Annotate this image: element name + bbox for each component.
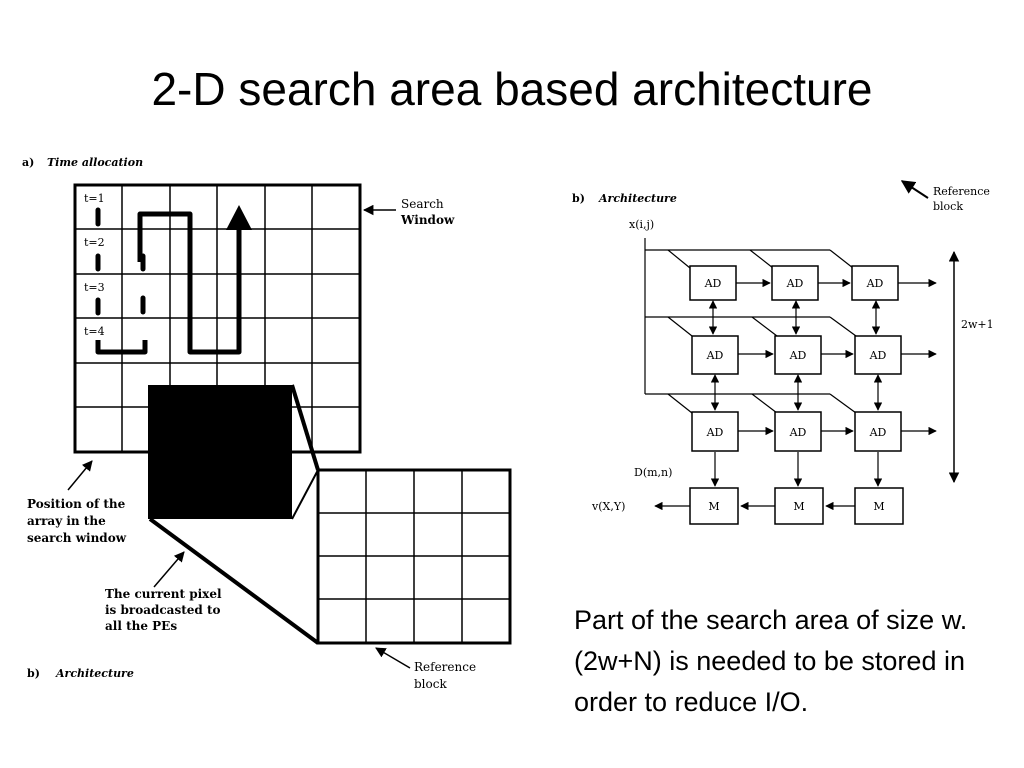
search-window-grid <box>73 183 362 454</box>
min-label: M <box>708 500 719 513</box>
pe-label: AD <box>866 277 884 290</box>
figure-b-heading: Architecture <box>598 192 677 205</box>
pe-box: AD <box>689 265 737 301</box>
pixel-label-3: all the PEs <box>105 619 177 633</box>
time-label-3: t=3 <box>84 281 105 294</box>
time-label-1: t=1 <box>84 192 105 205</box>
pe-box: AD <box>774 335 822 375</box>
min-label: M <box>873 500 884 513</box>
scan-marks <box>95 207 146 316</box>
reference-block-label-2: block <box>933 200 963 213</box>
slide-title: 2-D search area based architecture <box>151 63 873 115</box>
pe-label: AD <box>706 426 724 439</box>
size-label-bg <box>958 316 996 332</box>
reference-label-2: block <box>414 677 447 691</box>
pe-box: AD <box>851 265 899 301</box>
pe-array: AD AD AD AD AD AD AD AD AD <box>689 265 902 452</box>
position-arrow-icon <box>67 460 93 491</box>
pixel-label-1: The current pixel <box>105 587 222 601</box>
figure-a-heading: Time allocation <box>47 156 143 169</box>
pe-box: AD <box>854 335 902 375</box>
min-box: M <box>854 487 904 525</box>
position-label-3: search window <box>27 531 127 545</box>
pe-label: AD <box>706 349 724 362</box>
projection-lines <box>148 384 320 645</box>
search-window-label-2: Window <box>400 213 455 227</box>
pe-box: AD <box>691 335 739 375</box>
min-units: M M M <box>689 487 904 525</box>
pe-label: AD <box>786 277 804 290</box>
pixel-label-2: is broadcasted to <box>105 603 221 617</box>
reference-label-1: Reference <box>414 660 476 674</box>
input-label: x(i,j) <box>629 218 654 231</box>
figure-a-footer-label: b) <box>27 667 40 680</box>
array-position-block <box>148 385 292 519</box>
figure-a-time-allocation: a) Time allocation t=1 t=2 t=3 t=4 <box>22 156 512 691</box>
position-label-2: array in the <box>27 514 106 528</box>
distortion-label: D(m,n) <box>634 466 672 479</box>
min-box: M <box>689 487 739 525</box>
size-label: 2w+1 <box>961 318 994 331</box>
min-box: M <box>774 487 824 525</box>
column-links <box>708 300 883 487</box>
position-label-1: Position of the <box>27 497 126 511</box>
reference-block-grid <box>316 468 512 645</box>
reference-block-label-1: Reference <box>933 185 990 198</box>
input-bus <box>644 238 857 414</box>
figure-a-label: a) <box>22 156 34 169</box>
min-label: M <box>793 500 804 513</box>
pe-label: AD <box>869 349 887 362</box>
reference-block-arrow-icon <box>900 180 929 199</box>
figure-a-footer-heading: Architecture <box>55 667 134 680</box>
slide-caption: Part of the search area of size w.(2w+N)… <box>574 605 968 717</box>
row-links <box>736 278 937 436</box>
pe-box: AD <box>691 411 739 452</box>
pe-box: AD <box>771 265 819 301</box>
pe-box: AD <box>774 411 822 452</box>
pe-label: AD <box>869 426 887 439</box>
pe-label: AD <box>789 349 807 362</box>
pe-label: AD <box>704 277 722 290</box>
scan-path-t4 <box>95 340 148 355</box>
pe-box: AD <box>854 411 902 452</box>
pixel-arrow-icon <box>153 551 185 588</box>
scan-direction-arrow-icon <box>226 205 252 230</box>
figure-b-label: b) <box>572 192 585 205</box>
figure-b-architecture: b) Architecture x(i,j) Reference block 2… <box>572 180 996 525</box>
scan-path <box>137 211 242 355</box>
reference-arrow-icon <box>375 647 411 669</box>
pe-label: AD <box>789 426 807 439</box>
time-label-4: t=4 <box>84 325 105 338</box>
time-label-2: t=2 <box>84 236 105 249</box>
output-label: v(X,Y) <box>591 500 625 513</box>
search-window-label-1: Search <box>401 197 444 211</box>
